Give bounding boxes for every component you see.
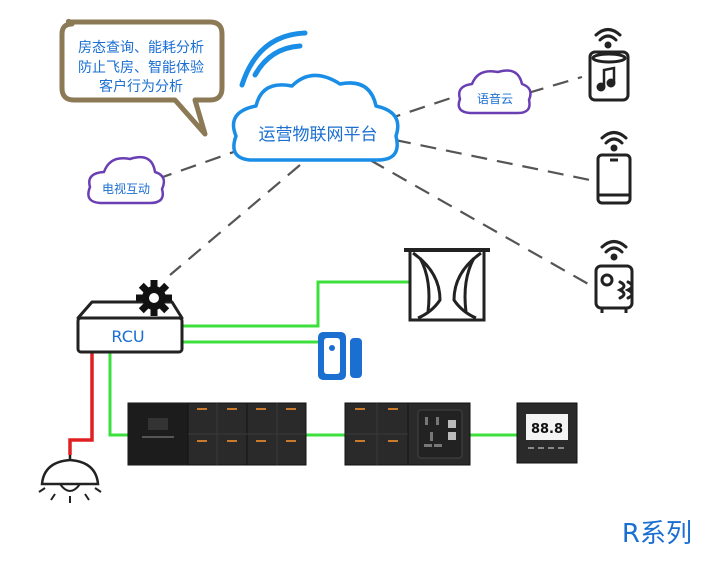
feature-bubble: 房态查询、能耗分析 防止飞房、智能体验 客户行为分析: [59, 18, 225, 137]
door-sensor-icon: [318, 332, 362, 380]
series-label: R系列: [622, 519, 692, 549]
link-platform-tv: [159, 146, 246, 180]
platform-label: 运营物联网平台: [259, 125, 378, 145]
link-platform-phone: [394, 138, 591, 182]
link-platform-appliance: [369, 159, 591, 286]
red-wiring: [68, 352, 94, 455]
switch-panel-main: [127, 402, 307, 466]
voice-cloud-label: 语音云: [477, 91, 513, 106]
curtain-icon: [404, 248, 490, 322]
smartphone-icon: [596, 131, 632, 205]
switch-panel-socket: [344, 402, 471, 466]
link-platform-voice: [384, 93, 461, 122]
gear-icon: [136, 280, 172, 316]
platform-cloud: 运营物联网平台: [231, 30, 400, 162]
voice-cloud: 语音云: [457, 69, 532, 115]
tv-cloud: 电视互动: [87, 155, 166, 205]
bubble-line-1: 房态查询、能耗分析: [78, 40, 204, 56]
rcu-label: RCU: [111, 327, 144, 346]
ceiling-lamp-icon: [38, 455, 102, 503]
power-socket: [417, 409, 463, 459]
bubble-line-2: 防止飞房、智能体验: [78, 60, 204, 76]
rcu-box: RCU: [76, 280, 184, 354]
link-platform-rcu: [169, 164, 301, 276]
thermostat-display: 88.8: [531, 422, 563, 437]
green-wiring: [108, 280, 517, 437]
network-links: [159, 75, 591, 286]
link-voice-speaker: [527, 75, 583, 95]
smart-speaker-icon: [588, 28, 630, 102]
bubble-line-3: 客户行为分析: [99, 78, 183, 95]
smart-appliance-icon: [594, 240, 634, 313]
thermostat-panel: 88.8: [516, 402, 578, 464]
tv-cloud-label: 电视互动: [102, 181, 150, 196]
